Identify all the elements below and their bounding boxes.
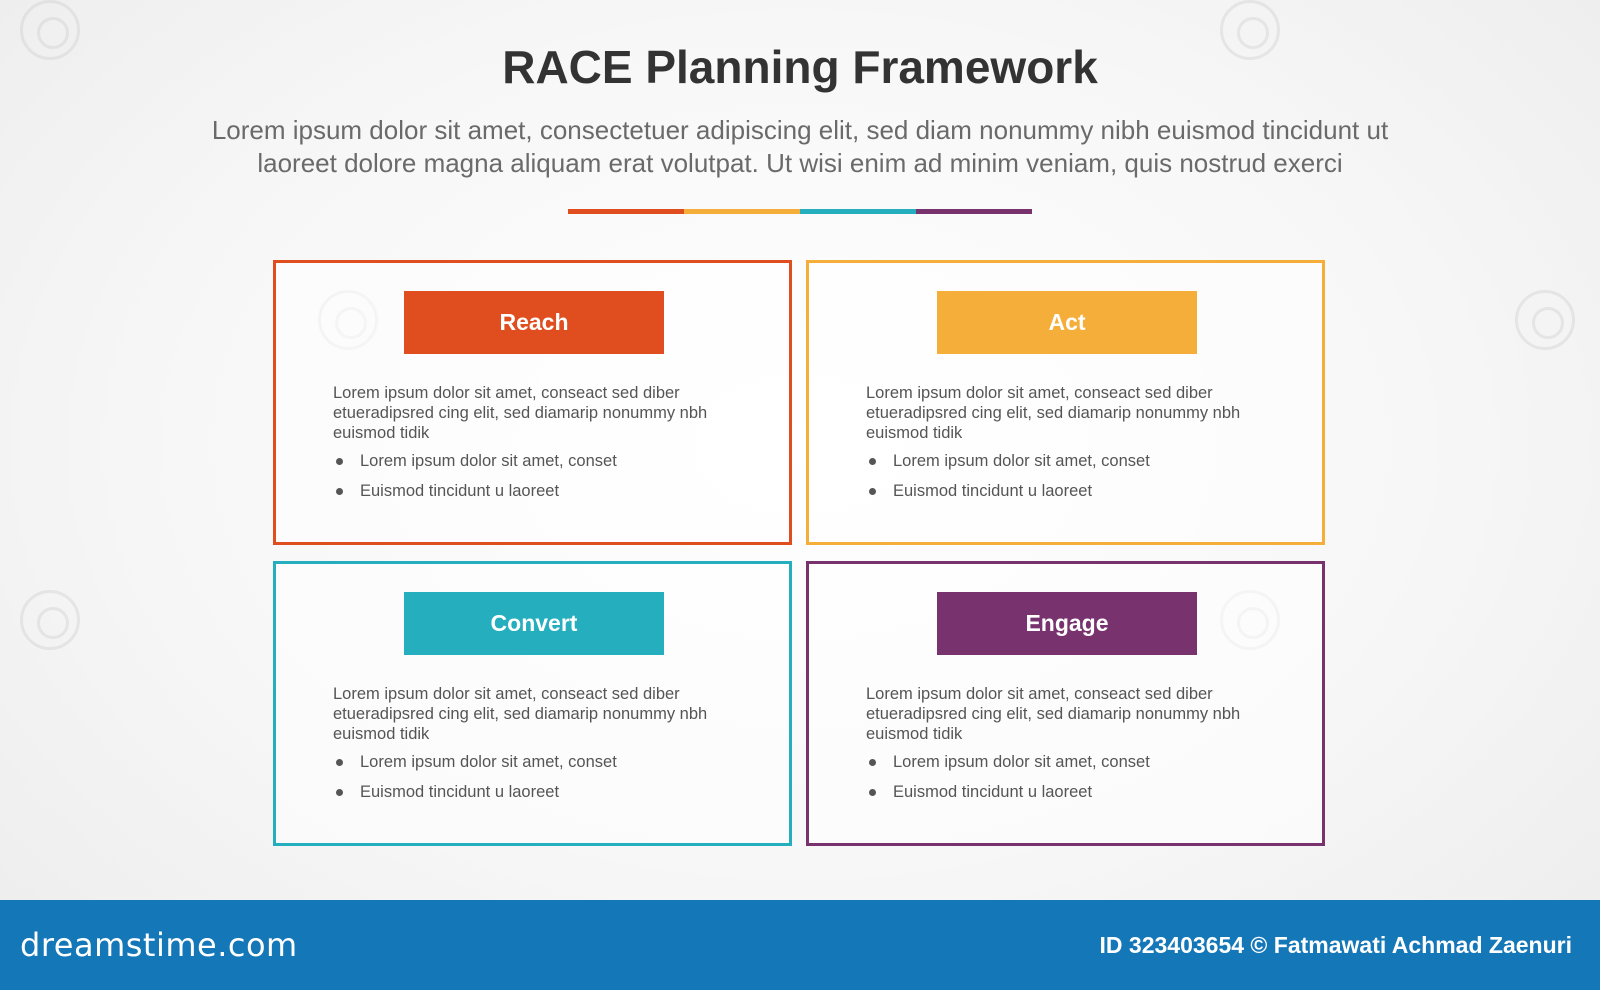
bullet-text: Euismod tincidunt u laoreet [360, 783, 560, 801]
card-label-reach: Reach [404, 291, 664, 354]
card-description: Lorem ipsum dolor sit amet, conseact sed… [866, 685, 1241, 743]
card-reach: Reach Lorem ipsum dolor sit amet, consea… [273, 260, 792, 545]
color-divider [568, 209, 1032, 214]
card-bullet-list: Lorem ipsum dolor sit amet, conset Euism… [866, 752, 1306, 812]
watermark-icon [1515, 290, 1575, 350]
bullet-icon [336, 458, 343, 465]
watermark-icon [1220, 0, 1280, 60]
list-item: Lorem ipsum dolor sit amet, conset [866, 451, 1306, 481]
divider-segment-engage [916, 209, 1032, 214]
divider-segment-reach [568, 209, 684, 214]
bullet-text: Lorem ipsum dolor sit amet, conset [893, 753, 1150, 771]
bullet-icon [336, 789, 343, 796]
bullet-icon [869, 458, 876, 465]
bullet-text: Lorem ipsum dolor sit amet, conset [360, 452, 617, 470]
card-label-engage: Engage [937, 592, 1197, 655]
watermark-icon [20, 0, 80, 60]
bullet-text: Euismod tincidunt u laoreet [360, 482, 560, 500]
card-description: Lorem ipsum dolor sit amet, conseact sed… [866, 384, 1241, 442]
card-convert: Convert Lorem ipsum dolor sit amet, cons… [273, 561, 792, 846]
card-label-convert: Convert [404, 592, 664, 655]
footer-brand-logo[interactable]: dreamstime.com [20, 926, 298, 964]
page-title: RACE Planning Framework [502, 41, 1098, 93]
divider-segment-convert [800, 209, 916, 214]
list-item: Euismod tincidunt u laoreet [866, 782, 1306, 812]
divider-segment-act [684, 209, 800, 214]
list-item: Euismod tincidunt u laoreet [333, 782, 773, 812]
bullet-text: Lorem ipsum dolor sit amet, conset [360, 753, 617, 771]
subtitle-line: laoreet dolore magna aliquam erat volutp… [257, 148, 1343, 178]
card-label-act: Act [937, 291, 1197, 354]
bullet-icon [336, 759, 343, 766]
list-item: Lorem ipsum dolor sit amet, conset [333, 752, 773, 782]
bullet-text: Euismod tincidunt u laoreet [893, 783, 1093, 801]
list-item: Lorem ipsum dolor sit amet, conset [866, 752, 1306, 782]
card-act: Act Lorem ipsum dolor sit amet, conseact… [806, 260, 1325, 545]
footer-credit: ID 323403654 © Fatmawati Achmad Zaenuri [1099, 932, 1572, 958]
subtitle-line: Lorem ipsum dolor sit amet, consectetuer… [211, 115, 1389, 145]
card-bullet-list: Lorem ipsum dolor sit amet, conset Euism… [866, 451, 1306, 511]
footer-bar: dreamstime.com ID 323403654 © Fatmawati … [0, 900, 1600, 990]
list-item: Lorem ipsum dolor sit amet, conset [333, 451, 773, 481]
watermark-icon [20, 590, 80, 650]
bullet-text: Lorem ipsum dolor sit amet, conset [893, 452, 1150, 470]
card-description: Lorem ipsum dolor sit amet, conseact sed… [333, 685, 708, 743]
bullet-icon [869, 759, 876, 766]
list-item: Euismod tincidunt u laoreet [866, 481, 1306, 511]
list-item: Euismod tincidunt u laoreet [333, 481, 773, 511]
bullet-text: Euismod tincidunt u laoreet [893, 482, 1093, 500]
bullet-icon [869, 488, 876, 495]
bullet-icon [336, 488, 343, 495]
card-engage: Engage Lorem ipsum dolor sit amet, conse… [806, 561, 1325, 846]
page-subtitle: Lorem ipsum dolor sit amet, consectetuer… [110, 114, 1490, 180]
card-bullet-list: Lorem ipsum dolor sit amet, conset Euism… [333, 451, 773, 511]
bullet-icon [869, 789, 876, 796]
card-bullet-list: Lorem ipsum dolor sit amet, conset Euism… [333, 752, 773, 812]
card-description: Lorem ipsum dolor sit amet, conseact sed… [333, 384, 708, 442]
